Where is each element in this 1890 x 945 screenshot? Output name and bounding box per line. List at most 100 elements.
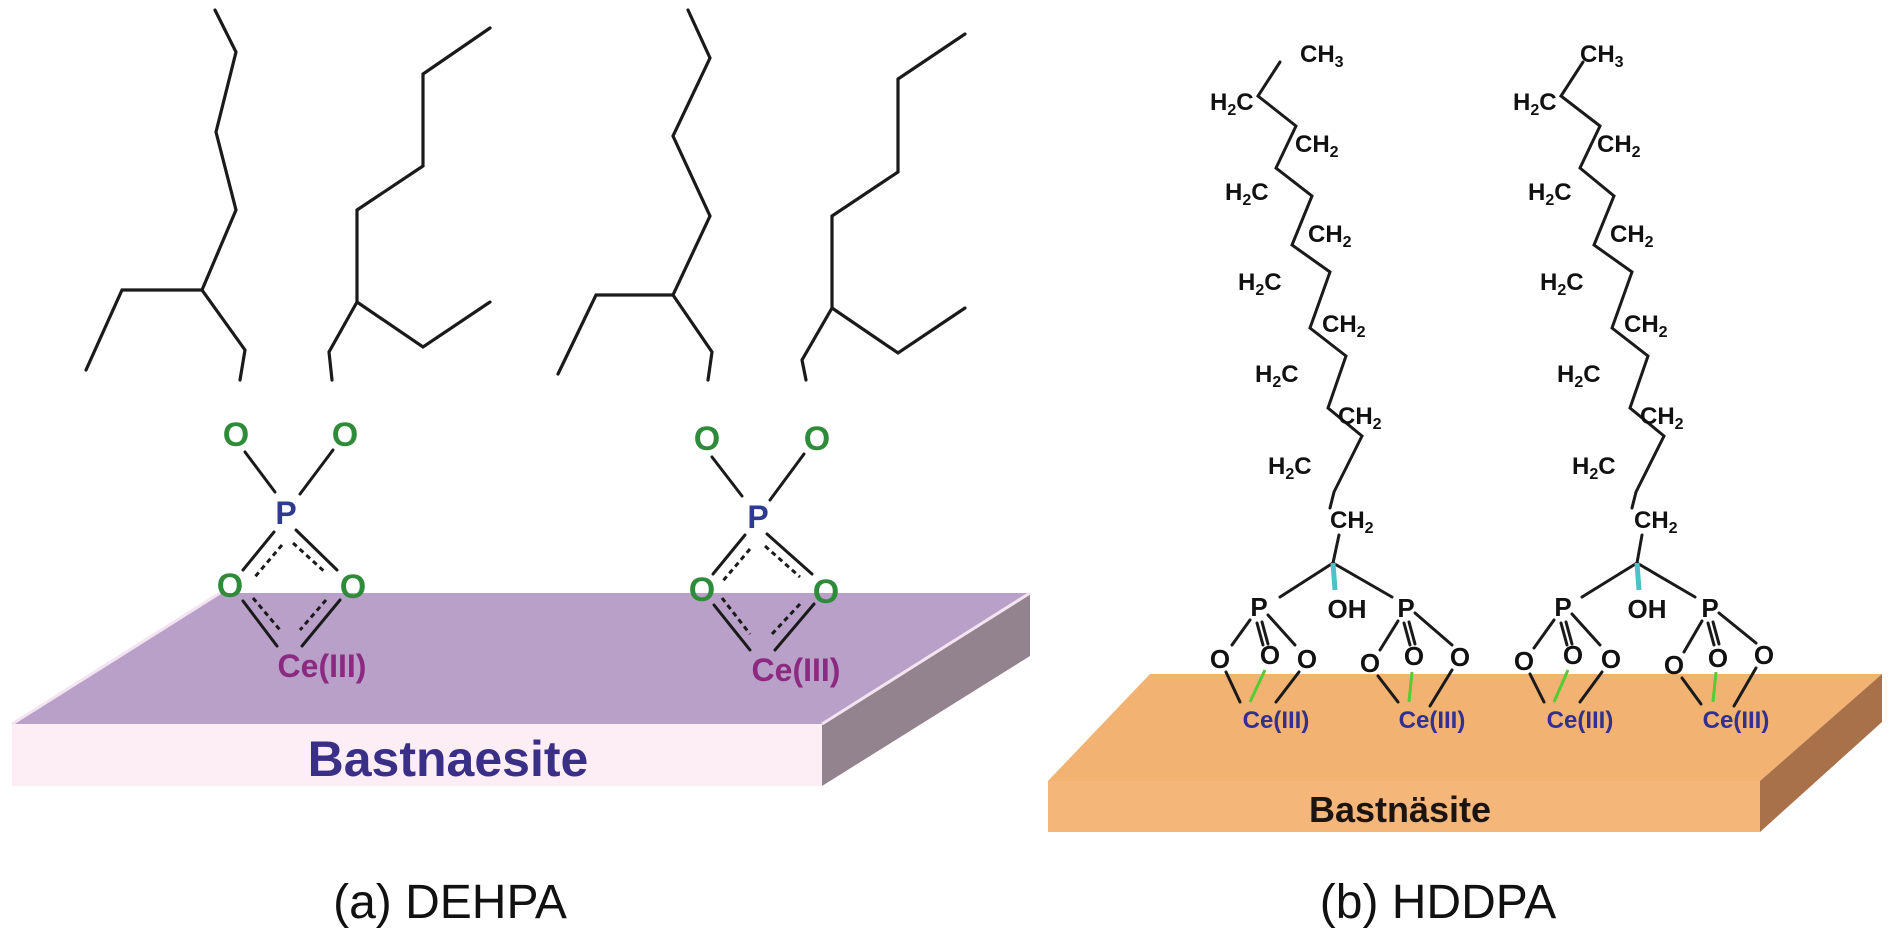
- methylene-group: H2C: [1513, 89, 1557, 119]
- slab-a-side-face: [822, 593, 1030, 786]
- methylene-group: CH2: [1640, 403, 1684, 433]
- bond-p-o-right-dashed: [764, 544, 801, 579]
- bond-o-ce-left-dashed: [251, 597, 282, 631]
- bond-o-ce: [1528, 672, 1546, 704]
- bond-o-ce-left: [241, 599, 279, 648]
- bond-o-ce: [1732, 666, 1758, 708]
- bond-o-ce-right: [773, 602, 816, 652]
- bond-p-o-double-2: [1564, 620, 1574, 646]
- bond-p-o: [1717, 611, 1758, 645]
- bond-p-o-double: [1559, 621, 1569, 647]
- cerium-atom: Ce(III): [1243, 707, 1310, 734]
- methylene-group: H2C: [1528, 179, 1572, 209]
- bond-c-oh: [1330, 562, 1338, 591]
- bond-o-ce: [1376, 674, 1400, 704]
- bond-p-o: [1266, 613, 1297, 647]
- bond-p-o: [1532, 618, 1556, 650]
- terminal-methyl: CH3: [1300, 41, 1344, 71]
- bond-p-o-left-dashed: [252, 544, 284, 579]
- bond-p-o: [1230, 618, 1252, 647]
- oxygen-atom: O: [1297, 644, 1317, 674]
- methylene-group: CH2: [1330, 507, 1374, 537]
- phosphorus-atom: P: [1554, 592, 1571, 622]
- alkyl-chain-right-main: [800, 32, 967, 382]
- oxygen-bridge-left: O: [217, 567, 243, 605]
- terminal-methyl: CH3: [1580, 41, 1624, 71]
- slab-a-side-edge: [821, 591, 1031, 726]
- dehpa-molecule-2: O O P O O Ce(III): [556, 8, 967, 688]
- phosphonate-group-right: P O O O Ce(III): [1360, 593, 1470, 734]
- alkyl-chain-right-main: [327, 26, 492, 382]
- methylene-group: H2C: [1572, 453, 1616, 483]
- bond-p-o-double: [1706, 621, 1716, 647]
- bond-o-p-left: [243, 450, 277, 494]
- slab-b-side-face: [1760, 674, 1882, 832]
- caption-a: (a) DEHPA: [333, 876, 567, 929]
- bond-o-ce: [1224, 670, 1242, 704]
- bond-p-o: [1682, 619, 1704, 654]
- bond-o-ce: [1428, 668, 1454, 708]
- cerium-atom: Ce(III): [1547, 707, 1614, 734]
- hddpa-molecule-2: CH3 H2C CH2 H2C CH2 H2C CH2 H2C CH2 H2C …: [1513, 41, 1774, 734]
- bond-c-p-right: [1635, 561, 1697, 599]
- bond-o-ce-left-dashed: [720, 597, 752, 635]
- panel-a-dehpa: Bastnaesite O O P O O Ce(III): [11, 8, 1031, 929]
- bond-p-o-double-2: [1711, 620, 1721, 646]
- oxygen-ester-right: O: [332, 416, 358, 454]
- phosphonate-group-left: P O O O Ce(III): [1514, 592, 1621, 734]
- oxygen-atom: O: [1360, 648, 1380, 678]
- bond-c-c: [1331, 533, 1341, 565]
- phosphorus-atom: P: [1397, 593, 1414, 623]
- methylene-group: H2C: [1540, 269, 1584, 299]
- chain-1-labels: CH3 H2C CH2 H2C CH2 H2C CH2 H2C CH2 H2C …: [1210, 41, 1382, 537]
- oxygen-atom: O: [1210, 644, 1230, 674]
- dehpa-molecule-1: O O P O O Ce(III): [84, 8, 492, 684]
- coordination-bond: [1552, 669, 1570, 703]
- chain-2-labels: CH3 H2C CH2 H2C CH2 H2C CH2 H2C CH2 H2C …: [1513, 41, 1684, 537]
- methylene-group: H2C: [1210, 89, 1254, 119]
- phosphorus-atom: P: [747, 499, 768, 535]
- methylene-group: CH2: [1610, 221, 1654, 251]
- phosphonate-group-left: P O O O Ce(III): [1210, 592, 1317, 734]
- hydroxyl-group: OH: [1628, 594, 1667, 624]
- phosphorus-atom: P: [1701, 593, 1718, 623]
- oxygen-atom: O: [1754, 640, 1774, 670]
- bond-p-o-double-2: [1260, 620, 1270, 646]
- phosphorus-atom: P: [275, 495, 296, 531]
- bond-p-o-left-dashed: [720, 548, 752, 583]
- bond-p-o-left: [711, 533, 747, 576]
- bond-p-o-left: [241, 530, 276, 572]
- bond-p-o-double: [1402, 621, 1412, 647]
- bond-p-o-double-2: [1407, 620, 1417, 646]
- caption-b: (b) HDDPA: [1320, 876, 1556, 929]
- cerium-atom: Ce(III): [278, 648, 367, 684]
- alkyl-chain-right-ethyl: [355, 300, 492, 349]
- bond-o-ce: [1680, 676, 1703, 706]
- oxygen-bridge-right: O: [340, 568, 366, 606]
- methylene-group: CH2: [1295, 131, 1339, 161]
- slab-a-top-face: [12, 593, 1030, 724]
- alkyl-chain-left-ethyl: [84, 288, 204, 372]
- bond-p-o: [1378, 619, 1400, 652]
- oxygen-atom: O: [1601, 644, 1621, 674]
- bond-c-p-right: [1331, 561, 1394, 599]
- alkyl-chain-right-ethyl: [830, 306, 967, 355]
- phosphorus-atom: P: [1250, 592, 1267, 622]
- bond-o-ce-right-dashed: [298, 599, 328, 631]
- oxygen-ester-left: O: [694, 420, 720, 458]
- bond-p-o-right: [765, 532, 814, 576]
- bond-p-o-right-dashed: [291, 541, 328, 575]
- methylene-group: H2C: [1557, 361, 1601, 391]
- panel-b-hddpa: Bastnäsite CH3 H2C CH2 H2C CH2 H2C CH2 H…: [1048, 41, 1882, 929]
- bastnaesite-slab-a: Bastnaesite: [11, 591, 1031, 787]
- methylene-group: CH2: [1338, 403, 1382, 433]
- bond-o-p-left: [710, 455, 744, 498]
- oxygen-atom: O: [1514, 646, 1534, 676]
- bond-c-p-left: [1580, 561, 1639, 599]
- alkyl-chain-left-main: [671, 8, 714, 382]
- oxygen-atom: O: [1563, 640, 1583, 670]
- bond-o-ce-right: [300, 598, 342, 648]
- oxygen-atom: O: [1450, 642, 1470, 672]
- hydroxyl-group: OH: [1328, 594, 1367, 624]
